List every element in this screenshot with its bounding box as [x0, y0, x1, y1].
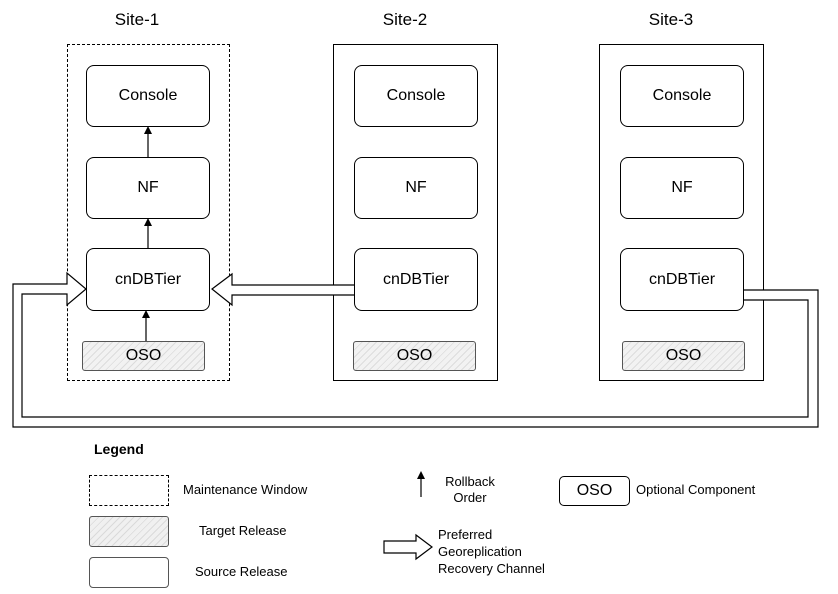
- site-2-console[interactable]: Console: [354, 65, 478, 127]
- legend-title: Legend: [94, 441, 144, 457]
- legend-rollback-order-label: Rollback Order: [445, 474, 495, 505]
- site-1-nf[interactable]: NF: [86, 157, 210, 219]
- legend-source-release-swatch: [89, 557, 169, 588]
- site-3-console[interactable]: Console: [620, 65, 744, 127]
- site-3-oso[interactable]: OSO: [622, 341, 745, 371]
- site-3-title: Site-3: [648, 10, 694, 29]
- legend-optional-component-label: Optional Component: [636, 482, 756, 497]
- legend-maintenance-window-label: Maintenance Window: [183, 482, 308, 497]
- legend-preferred-channel-label: Preferred Georeplication Recovery Channe…: [438, 527, 545, 576]
- legend-target-release-label: Target Release: [199, 523, 287, 538]
- site-3-cndbtier[interactable]: cnDBTier: [620, 248, 744, 311]
- site-1-cndbtier[interactable]: cnDBTier: [86, 248, 210, 311]
- georep-arrow-site2-to-site1: [211, 272, 354, 307]
- legend-source-release-label: Source Release: [195, 564, 288, 579]
- site-2-title: Site-2: [382, 10, 428, 29]
- legend-maintenance-window-swatch: [89, 475, 169, 506]
- georep-channel-site3-to-site1: [12, 271, 819, 428]
- site-2-oso[interactable]: OSO: [353, 341, 476, 371]
- site-1-title: Site-1: [114, 10, 160, 29]
- site-2-nf[interactable]: NF: [354, 157, 478, 219]
- legend-hollow-arrow-icon: [383, 533, 433, 561]
- site-1-oso[interactable]: OSO: [82, 341, 205, 371]
- legend-oso-box: OSO: [559, 476, 630, 506]
- legend-target-release-swatch: [89, 516, 169, 547]
- site-3-nf[interactable]: NF: [620, 157, 744, 219]
- site-2-cndbtier[interactable]: cnDBTier: [354, 248, 478, 311]
